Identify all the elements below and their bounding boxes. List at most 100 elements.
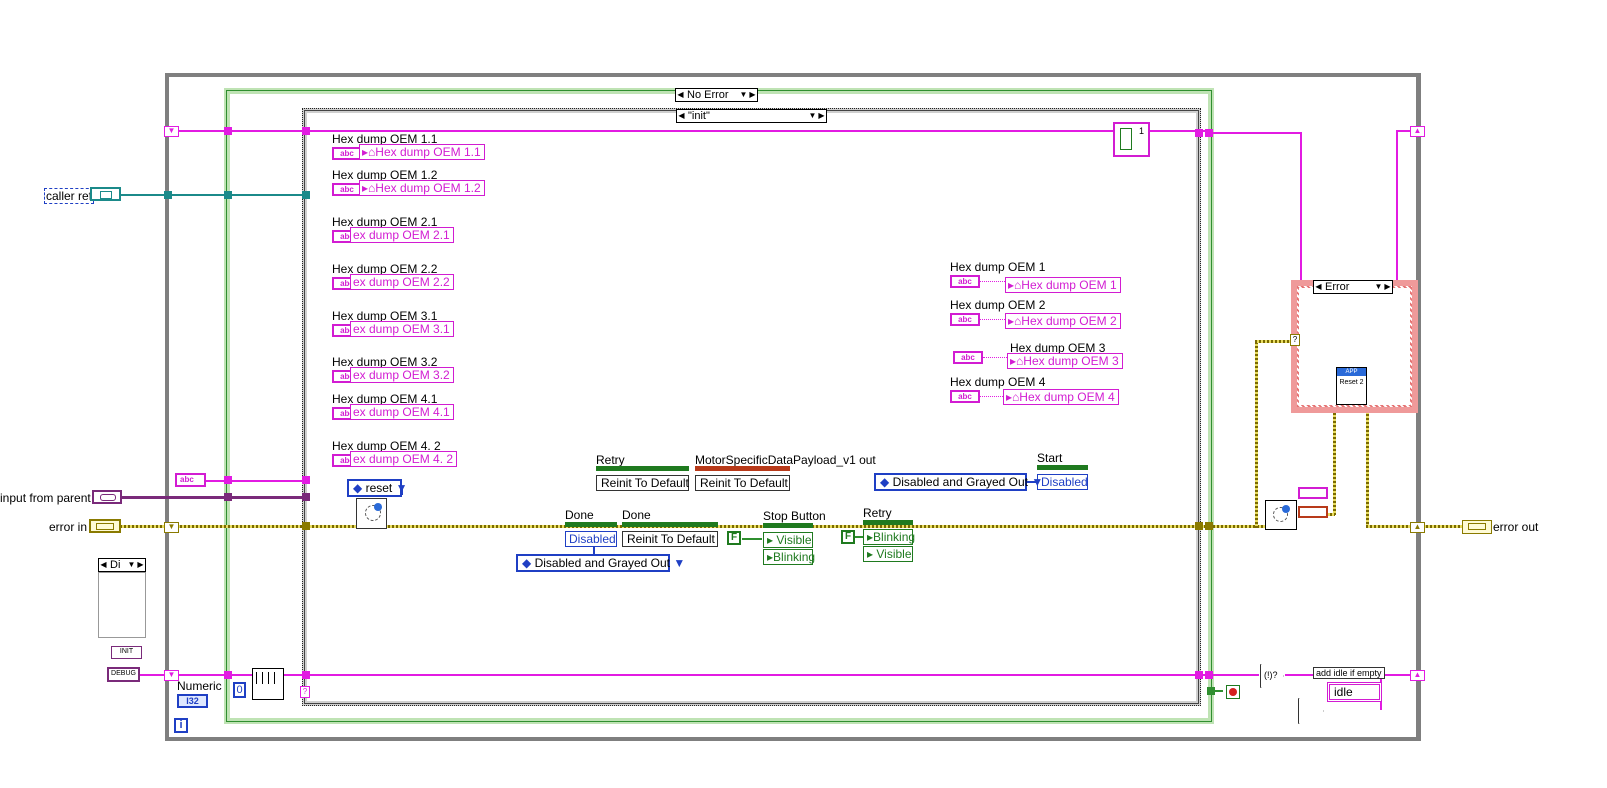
decrement-arrow-icon[interactable]: ◀ (1315, 282, 1322, 291)
string-wire[interactable] (980, 396, 1003, 398)
dropdown-arrow-icon[interactable]: ▼ (1374, 282, 1383, 291)
error-wire[interactable] (1255, 340, 1258, 528)
init-constant[interactable]: INIT (111, 646, 142, 659)
reset-subvi-node[interactable]: APP Reset 2 (1336, 367, 1367, 405)
string-wire[interactable] (980, 319, 1005, 321)
hex-dump-property[interactable]: ▸⌂Hex dump OEM 3 (1007, 353, 1123, 369)
shift-register-left[interactable]: ▼ (164, 522, 179, 533)
retry-reinit-property[interactable]: Reinit To Default (596, 475, 689, 491)
increment-arrow-icon[interactable]: ▶ (818, 111, 825, 120)
stop-visible-property[interactable]: ▸ Visible (763, 532, 813, 548)
tunnel[interactable] (224, 493, 232, 501)
false-constant[interactable]: F (841, 530, 855, 544)
shift-register-right[interactable]: ▲ (1410, 670, 1425, 681)
tunnel[interactable] (224, 127, 232, 135)
shift-register-left[interactable]: ▼ (164, 670, 179, 681)
tunnel[interactable] (1195, 522, 1203, 530)
error-out-indicator[interactable] (1462, 520, 1492, 534)
invoke-node[interactable] (1265, 500, 1297, 530)
hex-dump-property[interactable]: ▸⌂Hex dump OEM 1.1 (359, 144, 485, 160)
tunnel[interactable] (224, 476, 232, 484)
string-wire[interactable] (206, 480, 306, 482)
reset-enum-control[interactable]: ◆ reset ▼ (347, 479, 408, 497)
hex-dump-property[interactable]: ex dump OEM 4.1 (350, 404, 454, 420)
string-terminal[interactable]: abc (953, 351, 983, 364)
done-disabled-enum[interactable]: ◆ Disabled and Grayed Out ▼ (516, 554, 685, 572)
decrement-arrow-icon[interactable]: ◀ (677, 90, 684, 99)
string-terminal[interactable]: abc (332, 147, 362, 160)
string-wire[interactable] (176, 130, 1207, 132)
tunnel[interactable] (1205, 129, 1213, 137)
increment-arrow-icon[interactable]: ▶ (1384, 282, 1391, 291)
string-terminal[interactable]: abc (950, 275, 980, 288)
hex-dump-property[interactable]: ex dump OEM 3.1 (350, 321, 454, 337)
string-wire[interactable] (980, 281, 1005, 283)
inner-case-selector[interactable]: ◀ "init" ▼ ▶ (676, 109, 827, 123)
string-wire[interactable] (983, 357, 1007, 359)
tunnel[interactable] (1205, 671, 1213, 679)
decrement-arrow-icon[interactable]: ◀ (678, 111, 685, 120)
error-wire[interactable] (1255, 340, 1293, 343)
boolean-wire[interactable] (742, 538, 762, 540)
shift-register-selector[interactable]: ◀ Di ▼ ▶ (98, 558, 146, 572)
boolean-wire[interactable] (1207, 690, 1223, 692)
string-constant[interactable]: abc (175, 473, 206, 487)
shift-register-right[interactable]: ▲ (1410, 522, 1425, 533)
tunnel[interactable] (1207, 687, 1215, 695)
enum-wire[interactable] (593, 545, 595, 555)
string-terminal[interactable]: abc (950, 313, 980, 326)
hex-dump-property[interactable]: ex dump OEM 2.1 (350, 227, 454, 243)
boolean-wire[interactable] (855, 536, 863, 538)
done-disabled-property[interactable]: Disabled (565, 531, 617, 547)
tunnel[interactable] (302, 671, 310, 679)
tunnel[interactable] (302, 522, 310, 530)
stop-terminal[interactable] (1226, 685, 1240, 699)
retry-blinking-property[interactable]: ▸Blinking (863, 529, 915, 545)
hex-dump-property[interactable]: ex dump OEM 3.2 (350, 367, 454, 383)
tunnel[interactable] (302, 476, 310, 484)
increment-arrow-icon[interactable]: ▶ (137, 560, 144, 569)
error-case-selector[interactable]: ◀ Error ▼ ▶ (1313, 280, 1393, 294)
hex-dump-property[interactable]: ex dump OEM 2.2 (350, 274, 454, 290)
start-disabled-enum[interactable]: ◆ Disabled and Grayed Out ▼ (874, 473, 1043, 491)
string-wire[interactable] (140, 674, 1207, 676)
string-wire[interactable] (1396, 130, 1416, 132)
retry-visible-property[interactable]: ▸ Visible (863, 546, 913, 562)
string-terminal[interactable]: abc (950, 390, 980, 403)
string-wire[interactable] (1396, 130, 1398, 370)
dropdown-arrow-icon[interactable]: ▼ (808, 111, 817, 120)
shift-register-left[interactable]: ▼ (164, 126, 179, 137)
numeric-control[interactable]: I32 (177, 694, 208, 708)
tunnel[interactable] (302, 127, 310, 135)
reference-wire[interactable] (121, 194, 307, 196)
cluster-wire[interactable] (122, 496, 308, 499)
hex-dump-property[interactable]: ex dump OEM 4. 2 (350, 451, 458, 467)
motor-payload-reinit-property[interactable]: Reinit To Default (695, 475, 790, 491)
string-terminal[interactable]: abc (332, 183, 362, 196)
done-reinit-property[interactable]: Reinit To Default (622, 531, 718, 547)
invoke-node[interactable] (356, 498, 387, 529)
tunnel[interactable] (302, 191, 310, 199)
string-wire[interactable] (1207, 674, 1259, 676)
enum-wire[interactable] (1026, 481, 1036, 483)
hex-dump-property[interactable]: ▸⌂Hex dump OEM 1.2 (359, 180, 485, 196)
tunnel[interactable] (1195, 129, 1203, 137)
index-array-node[interactable] (252, 668, 284, 700)
tunnel[interactable] (164, 191, 172, 199)
stop-blinking-property[interactable]: ▸Blinking (763, 549, 815, 565)
error-wire[interactable] (1333, 405, 1336, 515)
tunnel[interactable] (302, 493, 310, 501)
idle-string-constant[interactable]: idle (1327, 682, 1382, 702)
zero-constant[interactable]: 0 (233, 682, 246, 698)
input-from-parent-control[interactable] (92, 490, 122, 504)
increment-arrow-icon[interactable]: ▶ (749, 90, 756, 99)
string-indicator-small[interactable] (1298, 487, 1328, 499)
error-wire[interactable] (1205, 525, 1265, 528)
error-in-control[interactable] (89, 519, 121, 533)
numeric-indicator-small[interactable] (1298, 506, 1328, 518)
tunnel[interactable] (224, 191, 232, 199)
string-wire[interactable] (1300, 132, 1302, 284)
hex-dump-property[interactable]: ▸⌂Hex dump OEM 4 (1003, 389, 1119, 405)
dropdown-arrow-icon[interactable]: ▼ (739, 90, 748, 99)
error-wire[interactable] (1366, 405, 1369, 528)
